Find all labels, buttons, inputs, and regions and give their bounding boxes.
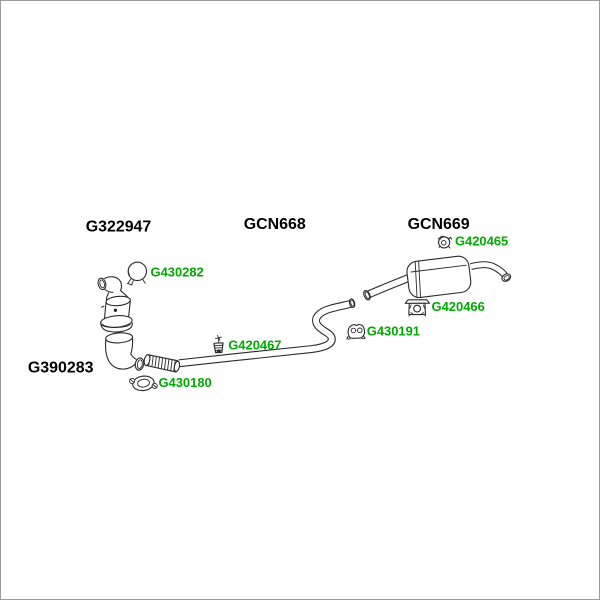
catalytic-converter-drawing <box>97 276 133 333</box>
center-pipe-drawing <box>178 298 356 368</box>
group-label-g322947: G322947 <box>86 219 152 236</box>
group-label-gcn669: GCN669 <box>408 216 470 233</box>
part-label-g430180[interactable]: G430180 <box>158 375 211 390</box>
clamp-ring-icon[interactable] <box>126 261 148 286</box>
rubber-hanger-icon[interactable] <box>346 323 366 340</box>
part-label-g430282[interactable]: G430282 <box>151 265 204 280</box>
flange-clamp-icon[interactable] <box>129 375 158 392</box>
group-label-g390283: G390283 <box>28 359 94 376</box>
group-label-gcn668: GCN668 <box>244 216 306 233</box>
rear-muffler-drawing <box>363 255 512 301</box>
part-label-g420466[interactable]: G420466 <box>432 299 485 314</box>
grommet-hanger-icon[interactable] <box>437 235 453 249</box>
front-pipe-drawing <box>105 332 181 373</box>
part-label-g420467[interactable]: G420467 <box>228 337 281 352</box>
part-label-g420465[interactable]: G420465 <box>455 234 508 249</box>
mount-bracket-icon[interactable] <box>404 299 431 317</box>
push-clip-icon[interactable] <box>213 335 224 354</box>
part-label-g430191[interactable]: G430191 <box>367 323 420 338</box>
